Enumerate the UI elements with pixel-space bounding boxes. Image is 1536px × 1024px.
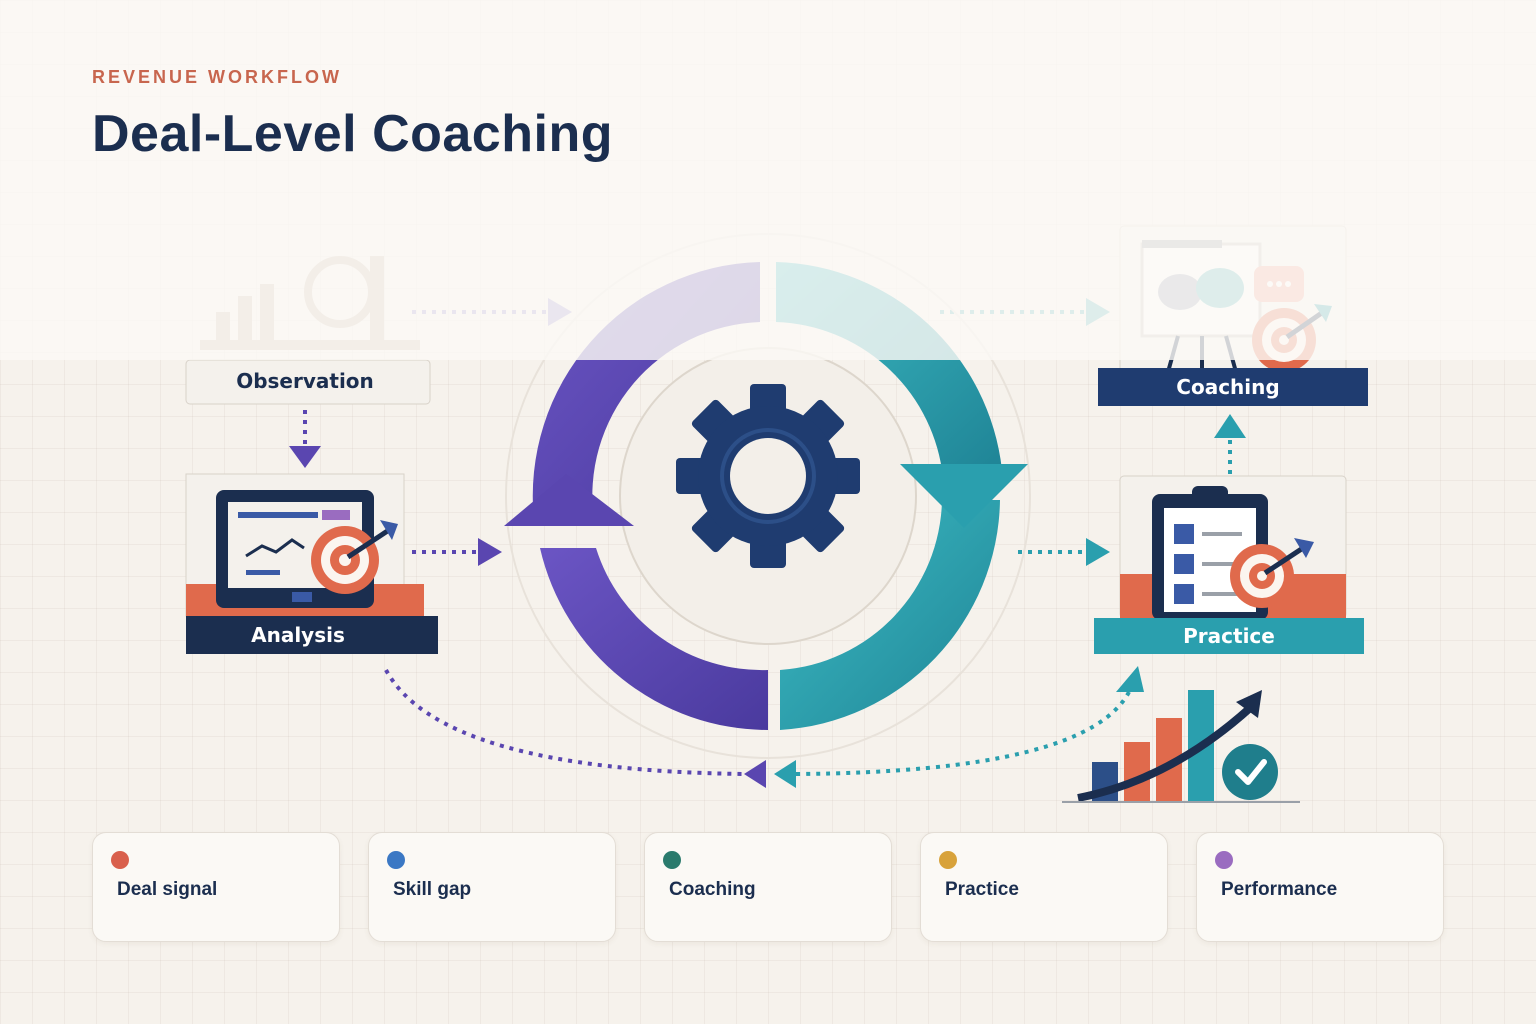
analysis-node: Analysis	[185, 473, 438, 654]
legend-label: Deal signal	[117, 879, 218, 900]
page-title: Deal-Level Coaching	[92, 105, 613, 163]
legend-cards: Deal signal Skill gap Coaching Practice …	[92, 832, 1444, 942]
observation-label: Observation	[236, 369, 374, 393]
legend-dot	[111, 851, 129, 869]
gear-icon	[676, 384, 860, 568]
practice-node: Practice	[1094, 475, 1364, 654]
coaching-label: Coaching	[1176, 375, 1279, 399]
legend-label: Skill gap	[393, 879, 472, 900]
legend-card-coaching: Coaching	[644, 832, 892, 942]
top-right-arrow	[940, 298, 1110, 326]
legend-dot	[663, 851, 681, 869]
legend-dot	[939, 851, 957, 869]
observation-node: Observation	[185, 256, 431, 405]
legend-label: Coaching	[669, 879, 756, 900]
legend-label: Performance	[1221, 879, 1338, 900]
target-icon	[311, 520, 398, 594]
magnifier-chart-icon	[200, 256, 420, 350]
return-loop-arrows	[384, 666, 1144, 788]
analysis-label: Analysis	[251, 623, 345, 647]
practice-to-coaching-arrow	[1214, 414, 1246, 474]
legend-label: Practice	[945, 879, 1019, 900]
observation-to-analysis-arrow	[289, 410, 321, 468]
eyebrow-label: REVENUE WORKFLOW	[92, 67, 342, 87]
legend-card-deal-signal: Deal signal	[92, 832, 340, 942]
legend-dot	[1215, 851, 1233, 869]
legend-dot	[387, 851, 405, 869]
cycle-to-practice-arrow	[1018, 538, 1110, 566]
legend-card-skill-gap: Skill gap	[368, 832, 616, 942]
legend-card-practice: Practice	[920, 832, 1168, 942]
coaching-node: Coaching	[1098, 225, 1368, 406]
target-icon	[1230, 538, 1314, 608]
practice-label: Practice	[1183, 624, 1275, 648]
top-left-arrow	[412, 298, 572, 326]
legend-card-performance: Performance	[1196, 832, 1444, 942]
analysis-to-cycle-arrow	[412, 538, 502, 566]
performance-chart-icon	[1062, 690, 1300, 803]
